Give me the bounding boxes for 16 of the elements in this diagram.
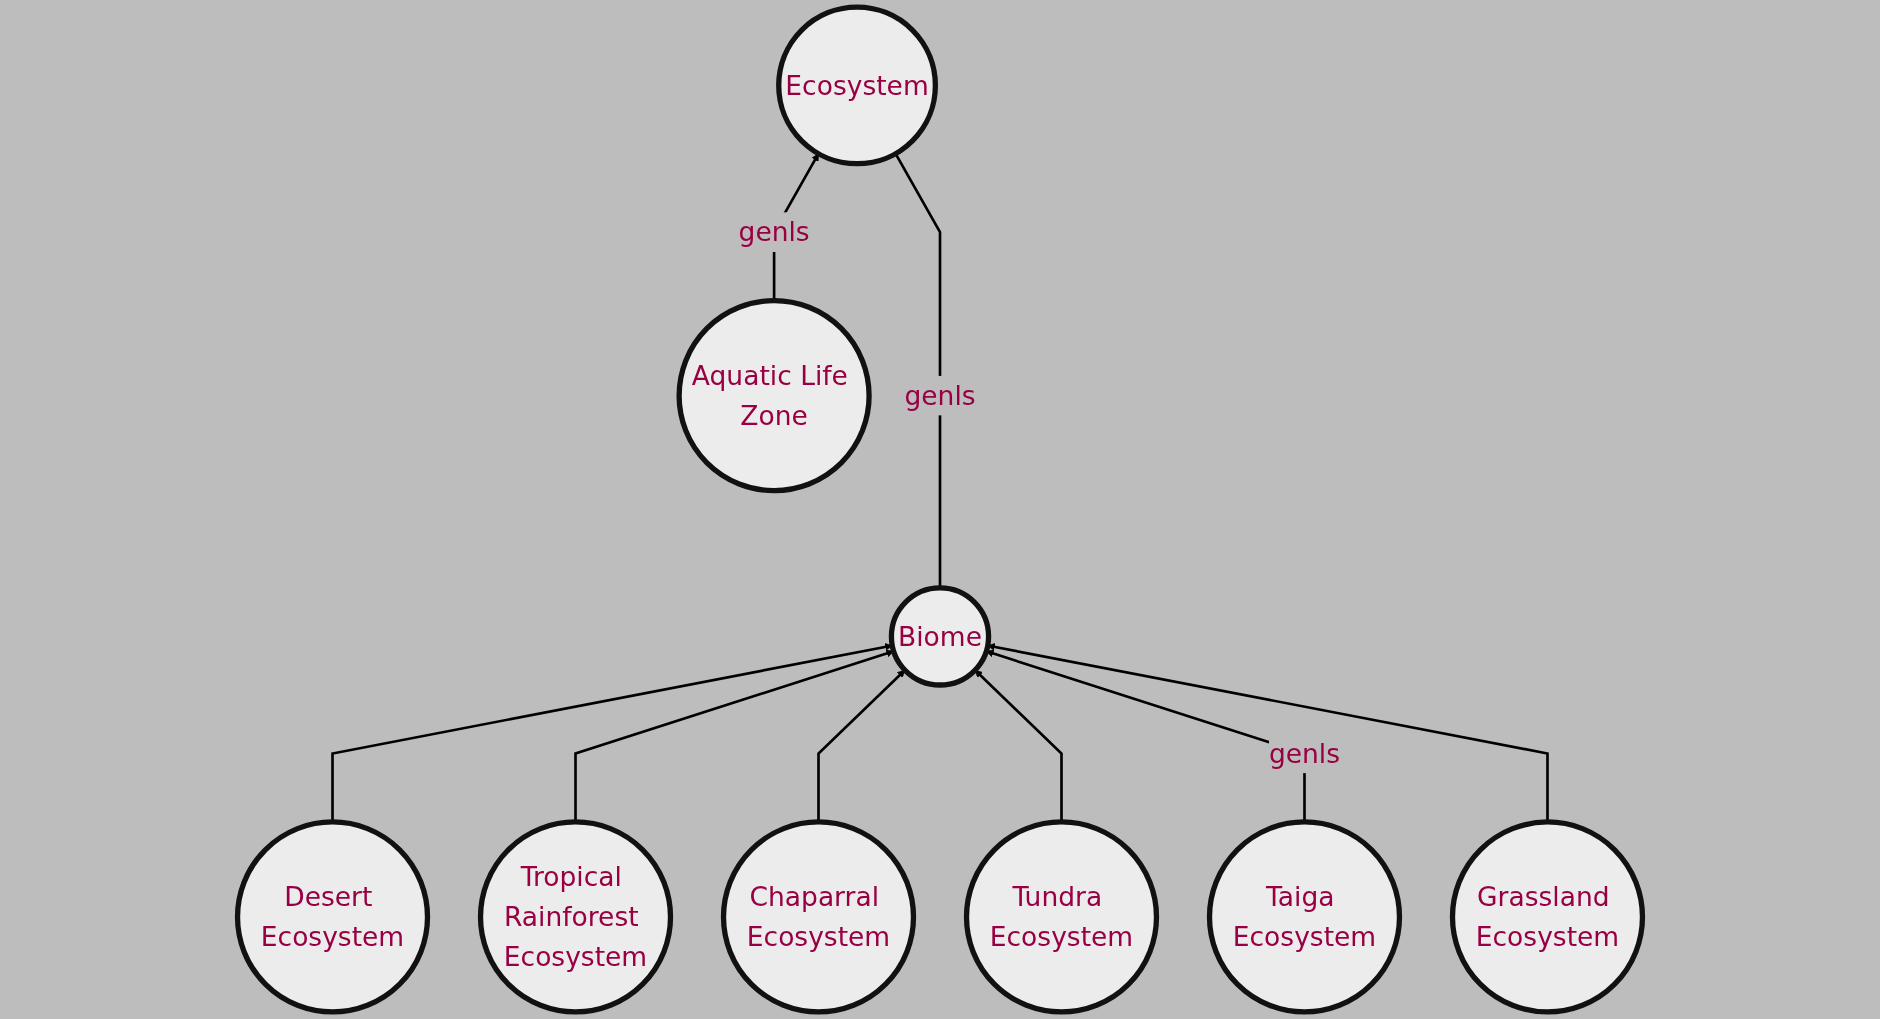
edge-label: genls (904, 380, 976, 412)
node-circle: Biome (888, 585, 992, 688)
edge-label: genls (1268, 738, 1341, 769)
arrow (817, 669, 906, 822)
arrow (331, 643, 893, 822)
connector (894, 152, 942, 588)
edge-label: genls (738, 216, 810, 248)
node-circle: Aquatic Life Zone (676, 298, 872, 494)
node-circle: Grassland Ecosystem (1449, 819, 1646, 1015)
node-circle: Tundra Ecosystem (963, 819, 1160, 1015)
node-circle: Desert Ecosystem (234, 819, 431, 1015)
node-circle: Tropical Rainforest Ecosystem (477, 819, 674, 1015)
node-circle: Ecosystem (776, 4, 938, 167)
node-circle: Taiga Ecosystem (1206, 819, 1403, 1015)
node-circle: Chaparral Ecosystem (720, 819, 917, 1015)
arrow (974, 669, 1063, 822)
